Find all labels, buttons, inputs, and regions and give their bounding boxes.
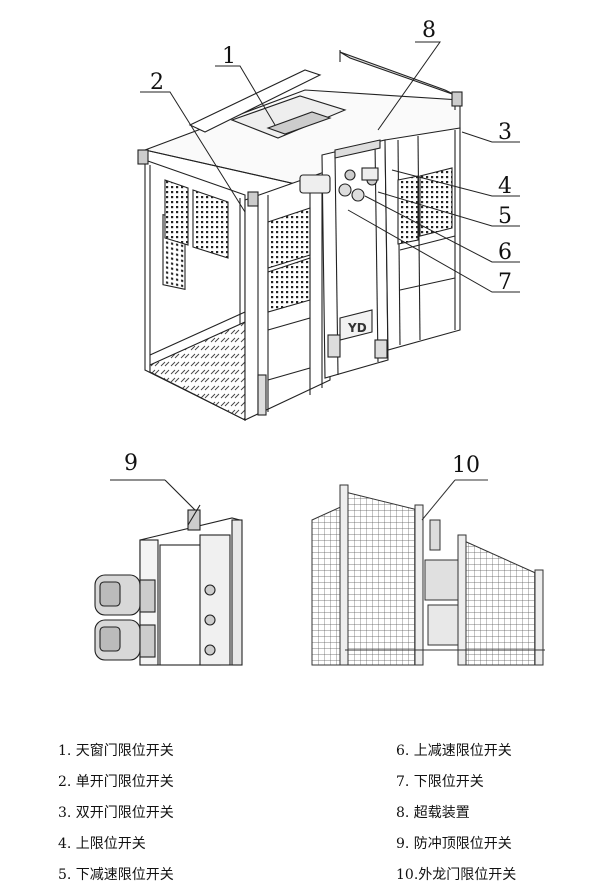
- callout-5: 5: [498, 204, 512, 229]
- legend-item-3: 3. 双开门限位开关: [58, 805, 174, 821]
- legend-item-4: 4. 上限位开关: [58, 836, 146, 852]
- legend-item-7: 7. 下限位开关: [396, 774, 484, 790]
- callout-leaders: [140, 41, 520, 293]
- callout-1: 1: [222, 44, 236, 69]
- detail-view-10: [311, 479, 545, 666]
- callout-8: 8: [422, 18, 436, 43]
- legend-item-10: 10.外龙门限位开关: [396, 867, 517, 883]
- callout-10: 10: [452, 453, 480, 478]
- legend-right-column: 6. 上减速限位开关 7. 下限位开关 8. 超载装置 9. 防冲顶限位开关 1…: [396, 736, 516, 891]
- elevator-cage-diagram: YD 1 2 3 4 5 6: [94, 18, 545, 666]
- brand-logo: YD: [347, 321, 367, 335]
- legend-item-8: 8. 超载装置: [396, 805, 470, 821]
- callout-4: 4: [498, 174, 512, 199]
- legend-left-column: 1. 天窗门限位开关 2. 单开门限位开关 3. 双开门限位开关 4. 上限位开…: [58, 736, 174, 891]
- detail-view-9: [94, 479, 243, 666]
- legend-item-6: 6. 上减速限位开关: [396, 743, 512, 759]
- callout-2: 2: [150, 70, 164, 95]
- legend-item-1: 1. 天窗门限位开关: [58, 743, 174, 759]
- callout-6: 6: [498, 240, 512, 265]
- callout-9: 9: [124, 451, 138, 476]
- legend-item-9: 9. 防冲顶限位开关: [396, 836, 512, 852]
- legend-item-5: 5. 下减速限位开关: [58, 867, 174, 883]
- cage-drawing: YD: [137, 50, 463, 421]
- callout-7: 7: [498, 270, 512, 295]
- callout-3: 3: [498, 120, 512, 145]
- legend-item-2: 2. 单开门限位开关: [58, 774, 174, 790]
